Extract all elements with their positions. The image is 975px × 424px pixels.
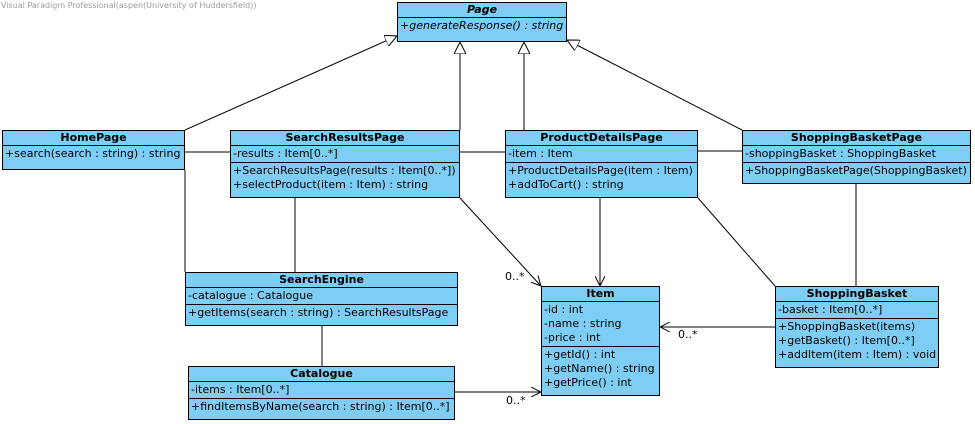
operation: +getPrice() : int [544, 376, 632, 389]
operation: +selectProduct(item : Item) : string [233, 178, 429, 191]
watermark: Visual Paradigm Professional(aspen(Unive… [1, 1, 257, 10]
multiplicity-searchresults-item: 0..* [505, 270, 525, 283]
class-productdetailspage[interactable]: ProductDetailsPage -item : Item +Product… [505, 130, 698, 198]
attributes-section: -shoppingBasket : ShoppingBasket [743, 146, 970, 163]
operation: +getBasket() : Item[0..*] [778, 334, 915, 347]
operation: +addToCart() : string [508, 178, 624, 191]
class-searchresultspage[interactable]: SearchResultsPage -results : Item[0..*] … [230, 130, 460, 198]
operation: +getId() : int [544, 348, 616, 361]
operations-section: +ProductDetailsPage(item : Item) +addToC… [506, 163, 697, 193]
operation: +getName() : string [544, 362, 655, 375]
operations-section: +search(search : string) : string [3, 146, 184, 162]
class-shoppingbasket[interactable]: ShoppingBasket -basket : Item[0..*] +Sho… [775, 286, 939, 368]
attributes-section: -id : int -name : string -price : int [542, 302, 659, 347]
operations-section: +findItemsByName(search : string) : Item… [189, 399, 454, 415]
operations-section: +getId() : int +getName() : string +getP… [542, 347, 659, 391]
class-name: SearchEngine [186, 273, 457, 288]
attribute: -price : int [544, 331, 601, 344]
attribute: -results : Item[0..*] [233, 147, 338, 160]
class-homepage[interactable]: HomePage +search(search : string) : stri… [2, 130, 185, 170]
generalization-homepage [184, 36, 397, 131]
operation: +findItemsByName(search : string) : Item… [191, 400, 450, 413]
class-name: Item [542, 287, 659, 302]
operation: +SearchResultsPage(results : Item[0..*]) [233, 164, 456, 177]
assoc-searchresults-item [459, 197, 541, 286]
class-name: HomePage [3, 131, 184, 146]
attribute: -id : int [544, 303, 584, 316]
class-name: SearchResultsPage [231, 131, 459, 146]
attribute: -name : string [544, 317, 622, 330]
class-name: Catalogue [189, 367, 454, 382]
class-searchengine[interactable]: SearchEngine -catalogue : Catalogue +get… [185, 272, 458, 326]
operations-section: +ShoppingBasketPage(ShoppingBasket) [743, 163, 970, 179]
class-name: ProductDetailsPage [506, 131, 697, 146]
attribute: -items : Item[0..*] [191, 383, 290, 396]
operation: +addItem(item : Item) : void [778, 348, 936, 361]
operations-section: +generateResponse() : string [398, 18, 566, 34]
operation: +ShoppingBasket(items) [778, 320, 916, 333]
attribute: -catalogue : Catalogue [188, 289, 314, 302]
class-name: ShoppingBasket [776, 287, 938, 302]
operations-section: +ShoppingBasket(items) +getBasket() : It… [776, 319, 938, 363]
class-catalogue[interactable]: Catalogue -items : Item[0..*] +findItems… [188, 366, 455, 420]
attribute: -basket : Item[0..*] [778, 303, 883, 316]
attributes-section: -items : Item[0..*] [189, 382, 454, 399]
attribute: -item : Item [508, 147, 573, 160]
operation: +search(search : string) : string [5, 147, 181, 160]
multiplicity-catalogue-item: 0..* [506, 394, 526, 407]
class-item[interactable]: Item -id : int -name : string -price : i… [541, 286, 660, 396]
attributes-section: -results : Item[0..*] [231, 146, 459, 163]
attributes-section: -catalogue : Catalogue [186, 288, 457, 305]
operation: +ProductDetailsPage(item : Item) [508, 164, 693, 177]
operation: +getItems(search : string) : SearchResul… [188, 306, 449, 319]
attribute: -shoppingBasket : ShoppingBasket [745, 147, 936, 160]
class-shoppingbasketpage[interactable]: ShoppingBasketPage -shoppingBasket : Sho… [742, 130, 971, 184]
operation: +ShoppingBasketPage(ShoppingBasket) [745, 164, 967, 177]
operations-section: +SearchResultsPage(results : Item[0..*])… [231, 163, 459, 193]
class-page[interactable]: Page +generateResponse() : string [397, 2, 567, 42]
operation: +generateResponse() : string [400, 19, 564, 32]
class-name: Page [398, 3, 566, 18]
assoc-productdetails-basket [697, 197, 776, 287]
attributes-section: -basket : Item[0..*] [776, 302, 938, 319]
multiplicity-basket-item: 0..* [678, 328, 698, 341]
generalization-shoppingbasketpage [567, 40, 743, 131]
operations-section: +getItems(search : string) : SearchResul… [186, 305, 457, 321]
attributes-section: -item : Item [506, 146, 697, 163]
class-name: ShoppingBasketPage [743, 131, 970, 146]
